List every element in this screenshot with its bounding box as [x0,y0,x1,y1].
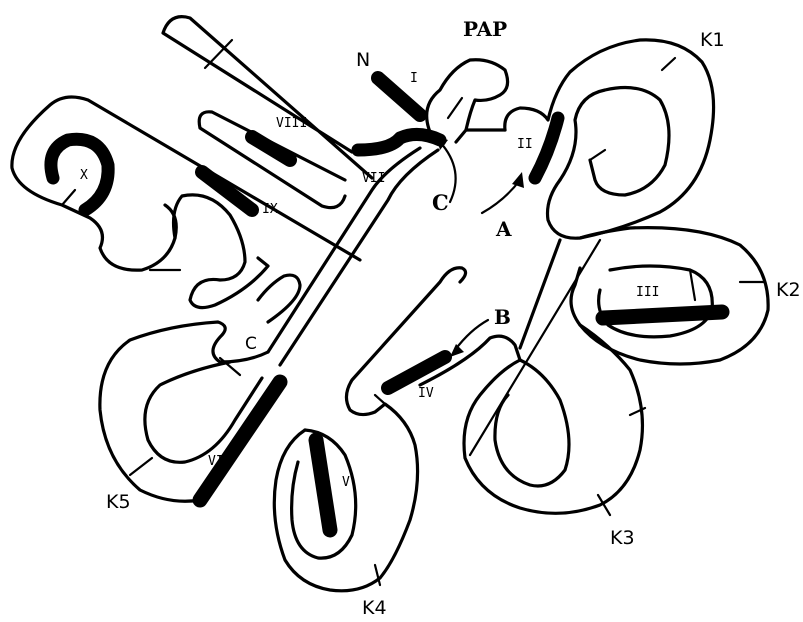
segment-v-bar [316,440,330,530]
chain-k1-k2 [520,240,560,348]
segment-viii-label: VIII [276,116,307,131]
loop-x-connector [62,190,75,205]
k5-domain-outline [100,322,268,501]
k4-label: K4 [362,597,387,619]
segment-iii-label: III [636,285,659,300]
k1-label: K1 [700,29,725,51]
segment-ii-bar [535,118,558,178]
segment-vi-label: VI [208,454,224,469]
segment-vi-bar [200,382,280,500]
arrow-a [482,180,520,213]
k1-connector-mid [590,150,605,160]
k4-domain-outline [274,268,465,591]
k2-connector-inner [690,270,695,300]
segment-viii-bar [252,137,290,160]
k1-connector-top [662,58,675,70]
k2-label: K2 [776,279,801,301]
c-term-hook [258,275,300,322]
site-b-label: B [494,305,511,329]
segment-vii-label: VII [362,171,385,186]
k2-domain-outline [571,228,768,364]
site-a-label: A [495,217,512,241]
segment-v-label: V [342,475,350,490]
arrow-a-head [512,172,524,188]
n-terminus-label: N [356,49,370,71]
k1-domain-outline [505,40,714,238]
segment-iv-bar [388,357,445,388]
segment-vii-bar [358,134,440,150]
pap-label: PAP [463,17,507,41]
k5-label: K5 [106,491,131,513]
c-terminus-label-top: C [432,190,449,215]
c-terminus-label-left: C [245,334,257,354]
segment-ii-label: II [517,137,533,152]
chain-k2-k3 [470,240,600,455]
pap-connector [448,98,462,118]
segment-i-label: I [410,71,418,86]
segment-ix-label: IX [262,202,278,217]
k3-label: K3 [610,527,635,549]
k5-connector-left [130,458,152,475]
k2-inner-loop [599,266,713,337]
arrow-b-head [450,344,464,357]
segment-iii-bar [603,312,722,318]
segment-x-label: X [80,168,88,183]
diagonal-chain-1 [280,150,438,365]
segment-iv-label: IV [418,386,434,401]
k4-connector-top [375,395,385,404]
k3-inner-loop [495,360,569,486]
k1-inner-loop [560,88,669,195]
